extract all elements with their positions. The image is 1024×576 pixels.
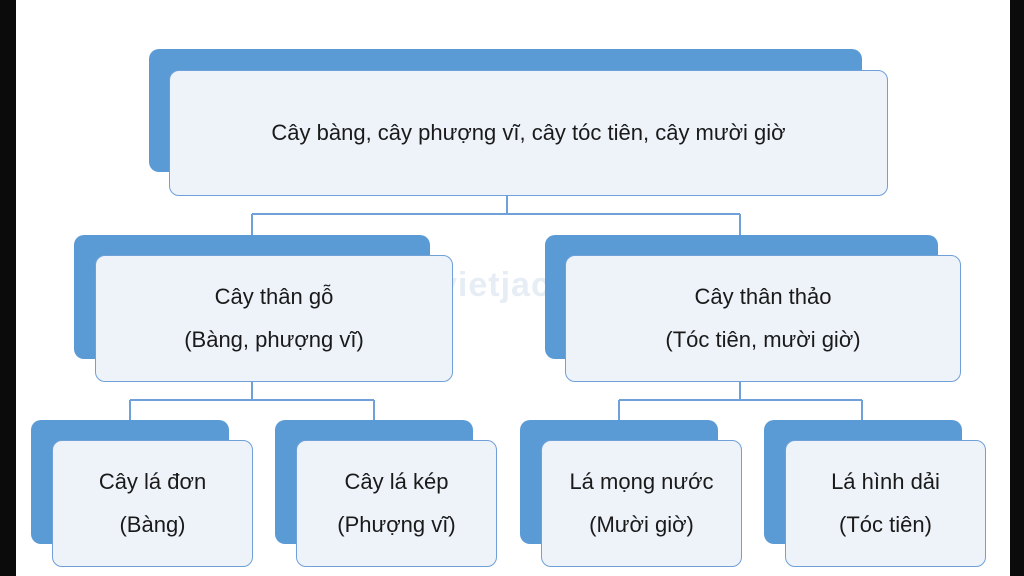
root-label: Cây bàng, cây phượng vĩ, cây tóc tiên, c… xyxy=(271,119,786,145)
node-subtitle: (Bàng) xyxy=(119,511,186,537)
node-subtitle: (Tóc tiên, mười giờ) xyxy=(665,326,861,352)
node-subtitle: (Bàng, phượng vĩ) xyxy=(184,326,364,352)
left-edge-bar xyxy=(0,0,16,576)
node-title: Cây thân thảo xyxy=(694,283,832,309)
node-title: Cây lá kép xyxy=(344,468,449,494)
node-subtitle: (Tóc tiên) xyxy=(839,511,932,537)
node-subtitle: (Phượng vĩ) xyxy=(337,511,456,537)
node-subtitle: (Mười giờ) xyxy=(589,511,694,537)
node-title: Cây lá đơn xyxy=(98,468,207,494)
node-title: Lá hình dải xyxy=(831,468,940,494)
node-title: Lá mọng nước xyxy=(569,468,714,494)
node-title: Cây thân gỗ xyxy=(214,283,334,309)
right-edge-bar xyxy=(1010,0,1024,576)
